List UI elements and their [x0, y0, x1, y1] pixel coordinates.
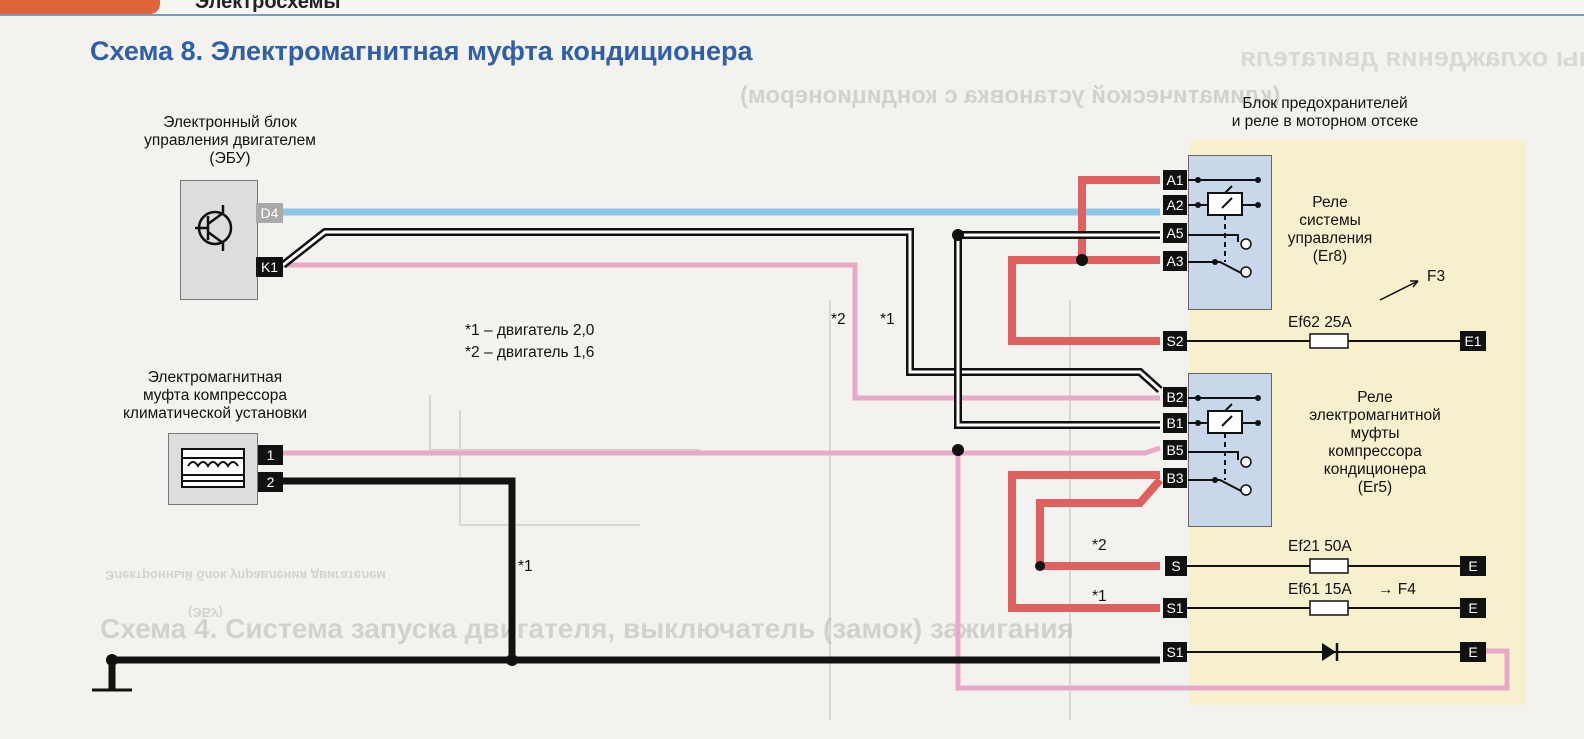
terminal-s1-b: S1: [1163, 642, 1187, 662]
clutch-pin-2: 2: [258, 472, 283, 492]
relay-er8-pin-a2: A2: [1163, 195, 1187, 215]
page-title: Схема 8. Электромагнитная муфта кондицио…: [90, 36, 753, 66]
relay-er5-pin-b1: B1: [1163, 413, 1187, 433]
fuse-block-label: Блок предохранителей и реле в моторном о…: [1231, 95, 1419, 130]
terminal-e1: E1: [1460, 331, 1486, 351]
relay-er8-dots: [1195, 177, 1261, 265]
fuse-ef61-label: Ef61 15A: [1288, 581, 1352, 598]
relay-er8-coil: [1188, 179, 1258, 276]
transistor-icon: [195, 205, 233, 251]
wire-ground: [108, 477, 1160, 690]
clutch-label: Электромагнитная муфта компрессора клима…: [122, 369, 308, 422]
fuse-f3-label: F3: [1427, 268, 1446, 285]
relay-er5-pin-b3: B3: [1163, 468, 1187, 488]
relay-er5-coil: [1188, 397, 1258, 494]
note-engine-1-6: *2 – двигатель 1,6: [465, 344, 595, 361]
wire-pink: [283, 262, 1510, 691]
fuse-symbols: [1309, 333, 1349, 616]
page-header: Электросхемы: [0, 0, 1584, 16]
junction-dots: [106, 229, 1088, 666]
fuse-ef62-label: Ef62 25A: [1288, 314, 1352, 331]
terminal-e-1: E: [1460, 556, 1486, 576]
relay-er8-pin-a3: A3: [1163, 251, 1187, 271]
ecu-label: Электронный блок управления двигателем (…: [144, 114, 316, 167]
relay-er8-label: Реле системы управления (Er8): [1287, 194, 1373, 265]
ecu-pin-d4: D4: [256, 203, 283, 223]
wire-white-pair: [280, 228, 1163, 429]
terminal-s: S: [1165, 556, 1187, 576]
terminal-e-3: E: [1460, 642, 1486, 662]
mark-star1-ground: *1: [518, 558, 533, 575]
relay-er8-pin-a1: A1: [1163, 170, 1187, 190]
mark-star1-relay: *1: [1092, 588, 1107, 605]
ecu-pin-k1: K1: [256, 257, 283, 277]
mark-star1-top: *1: [880, 311, 895, 328]
arrow-icon: [1379, 280, 1419, 301]
clutch-pin-1: 1: [258, 445, 283, 465]
section-tab: [0, 0, 160, 14]
mark-star2-relay: *2: [1092, 537, 1107, 554]
diode-icon: [1322, 643, 1336, 661]
clutch-coil-icon: [181, 448, 245, 488]
note-engine-2-0: *1 – двигатель 2,0: [465, 322, 595, 339]
wire-red: [1008, 176, 1164, 612]
terminal-s1-a: S1: [1163, 598, 1187, 618]
relay-er5-label: Реле электромагнитной муфты компрессора …: [1309, 389, 1441, 496]
fuse-ef21-label: Ef21 50A: [1288, 538, 1352, 555]
ghost-scheme4-title: Схема 4. Система запуска двигателя, выкл…: [100, 613, 1074, 644]
fuse-f4-label: → F4: [1378, 581, 1416, 598]
relay-er8-pin-a5: A5: [1163, 223, 1187, 243]
section-title: Электросхемы: [195, 0, 341, 13]
mark-star2-top: *2: [831, 311, 846, 328]
relay-er8-pin-s2: S2: [1163, 331, 1187, 351]
relay-er5-dots: [1195, 395, 1261, 483]
relay-er5-pin-b5: B5: [1163, 440, 1187, 460]
relay-er5-pin-b2: B2: [1163, 387, 1187, 407]
terminal-e-2: E: [1460, 598, 1486, 618]
